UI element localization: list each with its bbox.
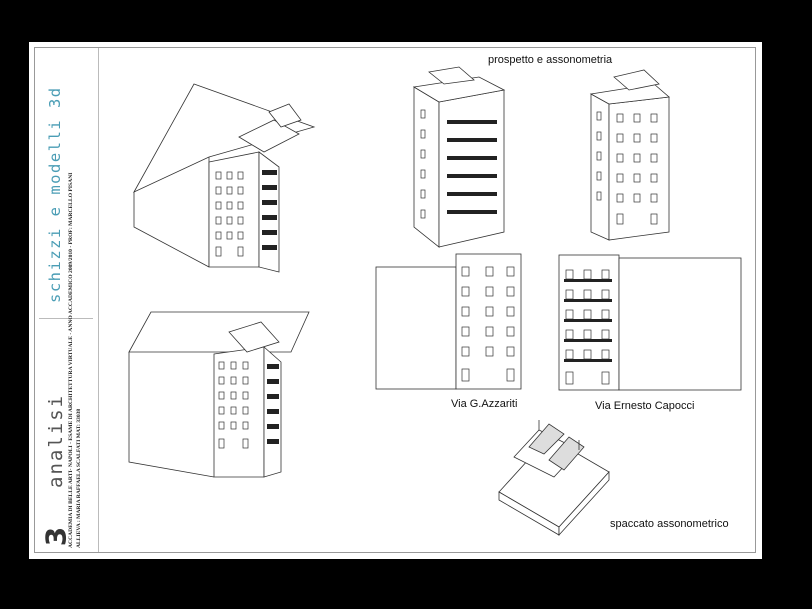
axonometric-view-2 xyxy=(128,311,310,478)
label-prospetto: prospetto e assonometria xyxy=(488,54,613,66)
elevation-azzariti xyxy=(375,253,522,390)
axonometric-view-1 xyxy=(133,83,316,273)
sheet-border: schizzi e modelli 3d analisi 3 ACCADEMIA… xyxy=(34,47,756,553)
architectural-drawings xyxy=(128,66,742,537)
title-sidebar: schizzi e modelli 3d analisi 3 ACCADEMIA… xyxy=(35,48,99,552)
label-azzariti: Via G.Azzariti xyxy=(451,398,518,410)
sidebar-divider xyxy=(39,318,93,319)
elevation-capocci xyxy=(558,254,742,391)
tower-view-1 xyxy=(412,66,506,248)
drawing-sheet: schizzi e modelli 3d analisi 3 ACCADEMIA… xyxy=(29,42,762,559)
tower-view-2 xyxy=(589,69,670,241)
label-spaccato: spaccato assonometrico xyxy=(610,518,729,530)
label-capocci: Via Ernesto Capocci xyxy=(595,400,695,412)
sectional-axonometric xyxy=(498,420,610,537)
